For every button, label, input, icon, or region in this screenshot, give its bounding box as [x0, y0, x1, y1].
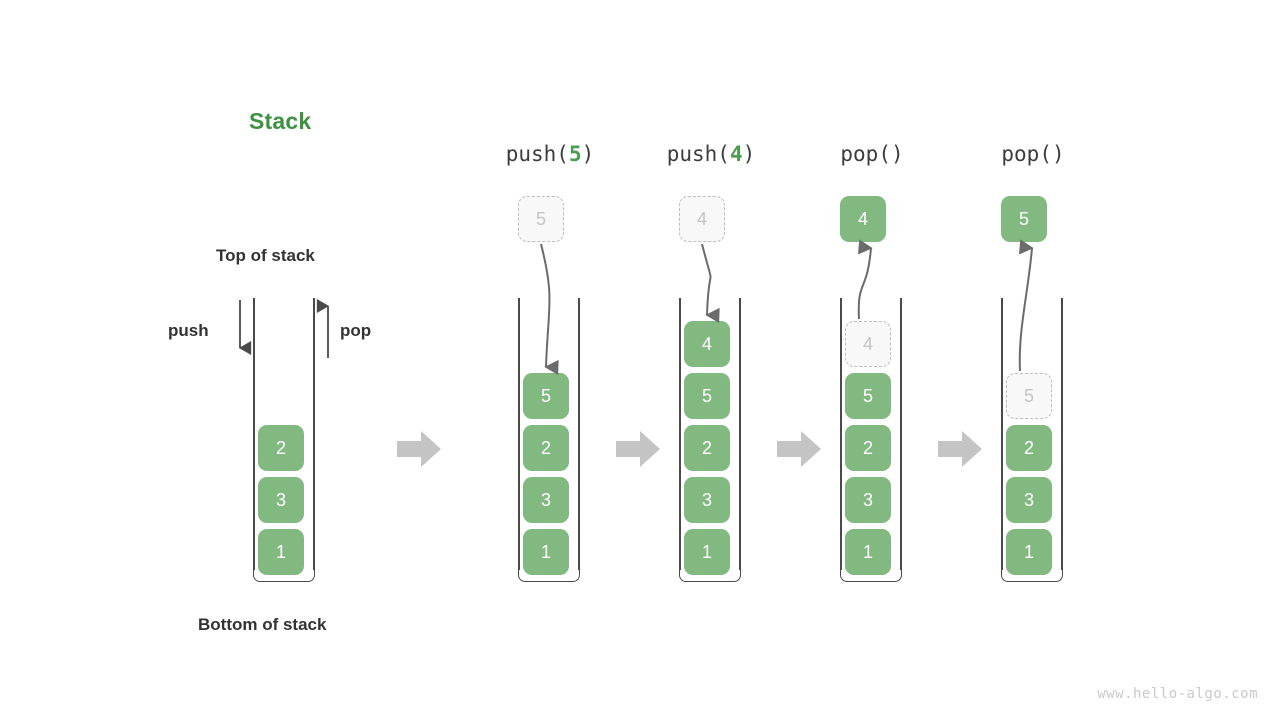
- vessel-wall-l: [518, 298, 520, 570]
- pop-label: pop: [340, 321, 372, 340]
- operation-header-4: pop(): [953, 142, 1113, 166]
- stack-container-3: [840, 298, 902, 582]
- stack-element: 2: [1006, 425, 1052, 471]
- stack-step-0: 2 3 1: [205, 0, 365, 720]
- vessel-floor: [840, 568, 902, 582]
- step-arrow-4: [937, 428, 983, 470]
- operation-header-3: pop(): [792, 142, 952, 166]
- stack-element: 2: [684, 425, 730, 471]
- operation-argument: 4: [729, 142, 743, 166]
- stack-element-ghost: 4: [845, 321, 891, 367]
- stack-element: 5: [845, 373, 891, 419]
- stack-element: 1: [1006, 529, 1052, 575]
- vessel-floor: [679, 568, 741, 582]
- stack-element: 3: [523, 477, 569, 523]
- watermark: www.hello-algo.com: [1097, 686, 1258, 702]
- stack-element: 5: [684, 373, 730, 419]
- vessel-wall-r: [900, 298, 902, 570]
- operation-header-2: push(4): [631, 142, 791, 166]
- stack-container-2: [679, 298, 741, 582]
- stack-element: 3: [1006, 477, 1052, 523]
- stack-element: 3: [845, 477, 891, 523]
- top-of-stack-label: Top of stack: [216, 246, 315, 265]
- operation-name: push(: [505, 142, 569, 166]
- operation-header-1: push(5): [470, 142, 630, 166]
- stack-container-1: [518, 298, 580, 582]
- popped-value: 4: [840, 196, 886, 242]
- page-title: Stack: [249, 108, 312, 134]
- operation-suffix: ): [742, 142, 756, 166]
- vessel-wall-l: [1001, 298, 1003, 570]
- vessel-wall-l: [840, 298, 842, 570]
- operation-name: pop(): [1001, 142, 1065, 166]
- pending-push-value: 4: [679, 196, 725, 242]
- vessel-wall-r: [578, 298, 580, 570]
- stack-step-4: pop() 5 2 3 1 5: [953, 0, 1113, 720]
- stack-element: 1: [684, 529, 730, 575]
- popped-value: 5: [1001, 196, 1047, 242]
- step-arrow-3: [776, 428, 822, 470]
- step-arrow-1: [396, 428, 442, 470]
- step-arrow-2: [615, 428, 661, 470]
- vessel-wall-r: [313, 298, 315, 570]
- vessel-wall-r: [739, 298, 741, 570]
- vessel-wall-l: [253, 298, 255, 570]
- pending-push-value: 5: [518, 196, 564, 242]
- stack-step-3: pop() 4 5 2 3 1 4: [792, 0, 952, 720]
- stack-element: 2: [523, 425, 569, 471]
- vessel-floor: [1001, 568, 1063, 582]
- operation-argument: 5: [568, 142, 582, 166]
- stack-element: 5: [523, 373, 569, 419]
- stack-element: 1: [845, 529, 891, 575]
- operation-name: push(: [666, 142, 730, 166]
- stack-element: 3: [258, 477, 304, 523]
- bottom-of-stack-label: Bottom of stack: [198, 615, 327, 634]
- vessel-floor: [253, 568, 315, 582]
- vessel-floor: [518, 568, 580, 582]
- stack-element: 2: [258, 425, 304, 471]
- push-label: push: [168, 321, 209, 340]
- operation-name: pop(): [840, 142, 904, 166]
- vessel-wall-l: [679, 298, 681, 570]
- stack-element: 4: [684, 321, 730, 367]
- stack-element: 2: [845, 425, 891, 471]
- stack-container-4: [1001, 298, 1063, 582]
- stack-element-ghost: 5: [1006, 373, 1052, 419]
- stack-element: 1: [258, 529, 304, 575]
- push-direction-arrow: [228, 296, 252, 362]
- operation-suffix: ): [581, 142, 595, 166]
- stack-container-0: [253, 298, 315, 582]
- vessel-wall-r: [1061, 298, 1063, 570]
- stack-element: 3: [684, 477, 730, 523]
- stack-element: 1: [523, 529, 569, 575]
- pop-direction-arrow: [316, 296, 340, 362]
